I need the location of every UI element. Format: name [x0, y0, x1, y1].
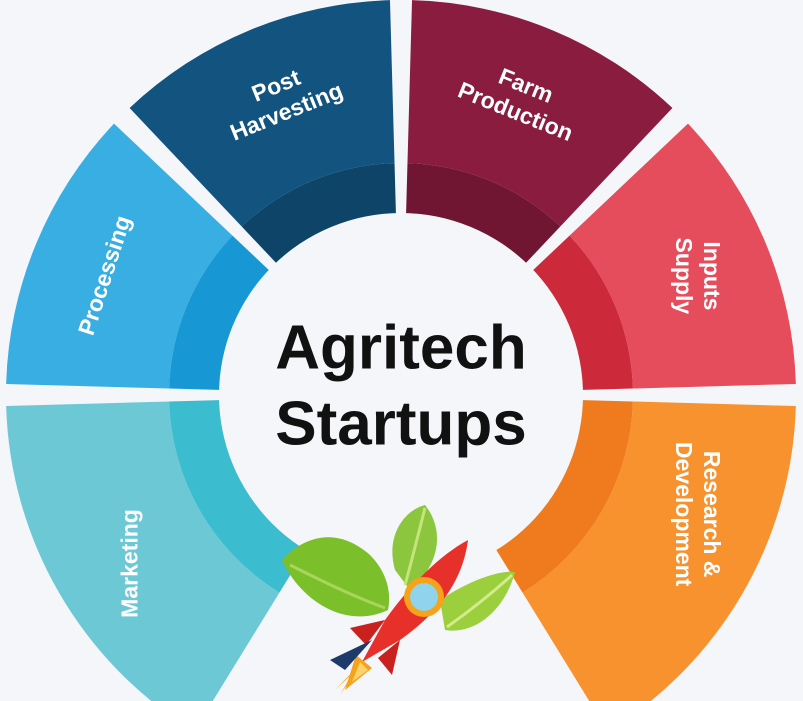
- segment-inputs-supply-outer: [569, 123, 796, 389]
- segment-processing-outer: [6, 123, 233, 389]
- segment-marketing-outer: [6, 401, 280, 701]
- segment-label-research-development-line-2: Development: [671, 442, 697, 587]
- segment-label-inputs-supply-line-2: Supply: [671, 238, 697, 315]
- segment-farm-production-inner: [405, 163, 561, 266]
- segment-research-development-outer: [522, 401, 796, 701]
- segment-label-marketing-line-1: Marketing: [116, 509, 142, 618]
- segment-label-inputs-supply-line-1: Inputs: [699, 241, 725, 310]
- segment-label-inputs-supply: InputsSupply: [671, 238, 725, 315]
- center-title-line1: Agritech: [275, 313, 526, 382]
- segment-label-research-development-line-1: Research &: [699, 451, 725, 578]
- segment-processing-inner: [169, 235, 272, 391]
- segment-post-harvesting-inner: [241, 163, 397, 266]
- segment-marketing-inner: [169, 399, 308, 593]
- rocket-icon: [330, 540, 468, 695]
- center-hub: [219, 213, 583, 577]
- segment-label-marketing: Marketing: [116, 509, 142, 618]
- segment-label-research-development: Research &Development: [671, 442, 725, 587]
- segment-farm-production-outer: [407, 0, 673, 227]
- center-title-line2: Startups: [275, 389, 526, 458]
- segments-layer: [6, 0, 796, 701]
- segment-post-harvesting-outer: [129, 0, 395, 227]
- segment-research-development-inner: [494, 399, 633, 593]
- leaf-icon: [282, 505, 515, 631]
- segment-inputs-supply-inner: [530, 235, 633, 391]
